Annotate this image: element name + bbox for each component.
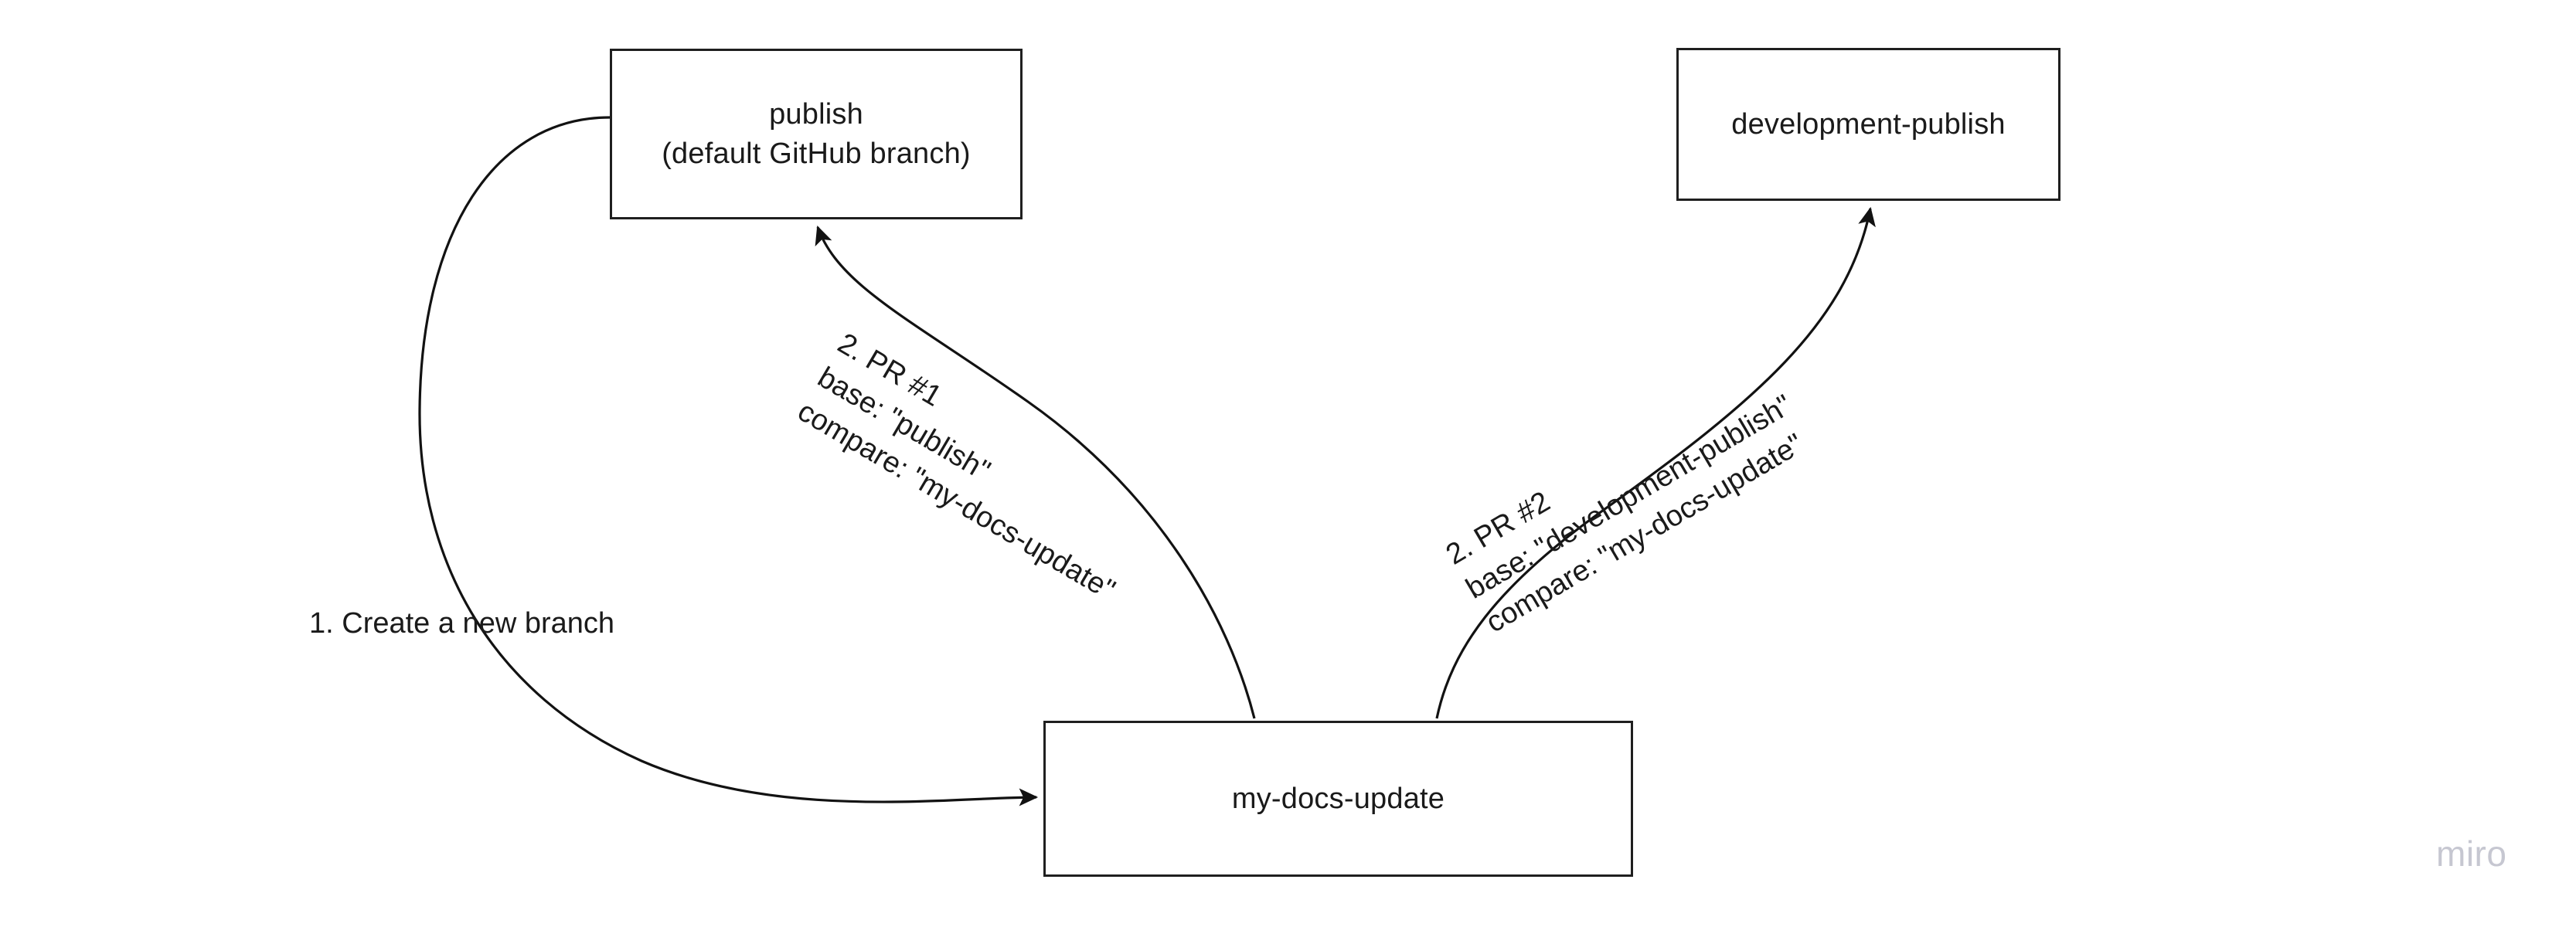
edge-create-branch bbox=[418, 116, 1039, 806]
miro-watermark: miro bbox=[2436, 834, 2507, 874]
node-publish-label: publish (default GitHub branch) bbox=[662, 98, 971, 170]
node-development-publish[interactable]: development-publish bbox=[1676, 48, 2060, 201]
edge-label-create-branch: 1. Create a new branch bbox=[309, 607, 615, 640]
node-my-docs-update-label: my-docs-update bbox=[1231, 782, 1445, 815]
node-publish[interactable]: publish (default GitHub branch) bbox=[610, 49, 1023, 219]
node-development-publish-label: development-publish bbox=[1731, 107, 2006, 141]
node-my-docs-update[interactable]: my-docs-update bbox=[1043, 721, 1633, 877]
edge-pr2 bbox=[1435, 206, 1876, 719]
edge-pr1 bbox=[815, 225, 1256, 719]
